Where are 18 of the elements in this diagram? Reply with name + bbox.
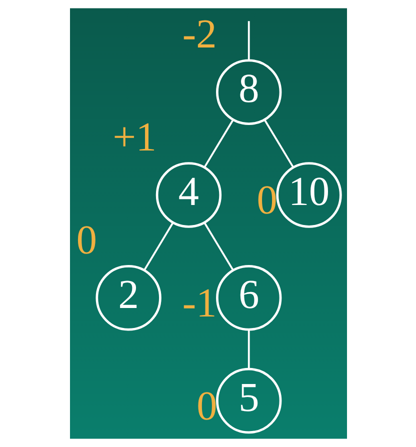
- node-label: +1: [112, 113, 156, 160]
- connector: [263, 119, 294, 168]
- connector: [247, 21, 250, 60]
- node-circle: 5: [216, 368, 282, 434]
- node-label: 0: [76, 216, 96, 262]
- node-circle: 4: [155, 162, 222, 228]
- connector: [143, 222, 174, 270]
- node-circle: 2: [95, 265, 161, 331]
- connector: [247, 330, 250, 369]
- connector: [203, 119, 234, 168]
- node-label: -2: [182, 10, 216, 56]
- node-circle: 10: [276, 162, 342, 228]
- node-label: 0: [196, 382, 217, 428]
- node-circle: 8: [216, 59, 282, 125]
- node-circle: 6: [216, 265, 282, 331]
- node-label: 0: [256, 176, 277, 223]
- connector: [203, 222, 234, 270]
- node-label: -1: [182, 280, 216, 326]
